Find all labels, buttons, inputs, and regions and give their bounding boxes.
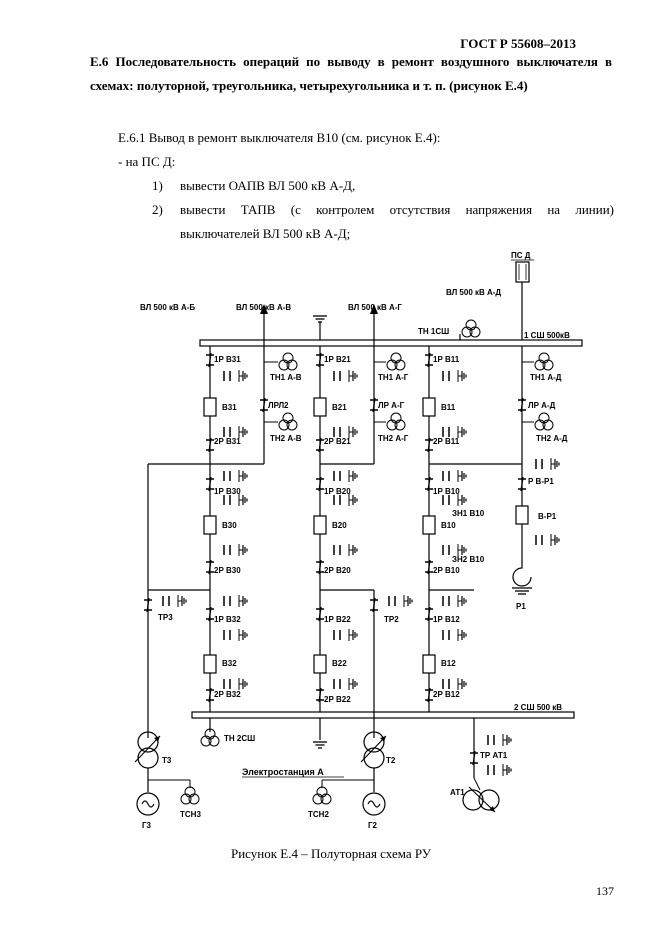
list-number-2: 2) [152, 202, 163, 217]
label-t2: Т2 [386, 756, 396, 765]
label-1r-b12: 1Р В12 [433, 615, 460, 624]
page-number: 137 [596, 884, 614, 898]
label-b21: В21 [332, 403, 347, 412]
label-vl-av: ВЛ 500 кВ А-В [236, 303, 291, 312]
label-tn1-av: ТН1 А-В [270, 373, 302, 382]
label-tn2-ad: ТН2 А-Д [536, 434, 568, 443]
label-g2: Г2 [368, 821, 378, 830]
label-2r-b21: 2Р В21 [324, 437, 351, 446]
label-tn1-ad: ТН1 А-Д [530, 373, 562, 382]
label-b32: В32 [222, 659, 237, 668]
label-1r-b21: 1Р В21 [324, 355, 351, 364]
paragraph-e61: Е.6.1 Вывод в ремонт выключателя В10 (см… [118, 130, 441, 145]
label-b22: В22 [332, 659, 347, 668]
label-g3: Г3 [142, 821, 152, 830]
label-tr3: ТР3 [158, 613, 173, 622]
label-2r-b22: 2Р В22 [324, 695, 351, 704]
label-tsn2: ТСН2 [308, 810, 329, 819]
label-zn1-b10: ЗН1 В10 [452, 509, 485, 518]
label-1r-b31: 1Р В31 [214, 355, 241, 364]
label-lr-ad: ЛР А-Д [528, 401, 556, 410]
label-1r-b20: 1Р В20 [324, 487, 351, 496]
label-vr1: В-Р1 [538, 512, 557, 521]
label-lr-ag: ЛР А-Г [378, 401, 405, 410]
label-tn2-av: ТН2 А-В [270, 434, 302, 443]
label-tn-1sh: ТН 1СШ [418, 327, 449, 336]
label-tn2-ag: ТН2 А-Г [378, 434, 409, 443]
label-tsn3: ТСН3 [180, 810, 201, 819]
label-bus-2: 2 СШ 500 кВ [514, 703, 562, 712]
label-b30: В30 [222, 521, 237, 530]
label-station-a: Электростанция А [242, 767, 324, 777]
label-b12: В12 [441, 659, 456, 668]
label-b31: В31 [222, 403, 237, 412]
section-heading: Е.6 Последовательность операций по вывод… [90, 54, 612, 93]
label-p1: Р1 [516, 602, 526, 611]
label-tn1-ag: ТН1 А-Г [378, 373, 409, 382]
label-at1: АТ1 [450, 788, 465, 797]
figure-caption: Рисунок Е.4 – Полуторная схема РУ [231, 846, 431, 861]
label-2r-b20: 2Р В20 [324, 566, 351, 575]
label-vl-ad: ВЛ 500 кВ А-Д [446, 288, 501, 297]
label-1r-b32: 1Р В32 [214, 615, 241, 624]
paragraph-ps-d: - на ПС Д: [118, 154, 176, 169]
label-2r-b12: 2Р В12 [433, 690, 460, 699]
label-b11: В11 [441, 403, 456, 412]
label-1r-b10: 1Р В10 [433, 487, 460, 496]
label-1r-b30: 1Р В30 [214, 487, 241, 496]
label-tr-at1: ТР АТ1 [480, 751, 508, 760]
label-lrl2: ЛРЛ2 [268, 401, 289, 410]
label-ps-d: ПС Д [511, 251, 531, 260]
label-vl-ab: ВЛ 500 кВ А-Б [140, 303, 195, 312]
label-2r-b32: 2Р В32 [214, 690, 241, 699]
label-2r-b31: 2Р В31 [214, 437, 241, 446]
list-item-2-line1: вывести ТАПВ (с контролем отсутствия нап… [180, 202, 614, 217]
label-zn2-b10: ЗН2 В10 [452, 555, 485, 564]
label-t3: Т3 [162, 756, 172, 765]
label-r-vr1: Р В-Р1 [528, 477, 554, 486]
label-2r-b10: 2Р В10 [433, 566, 460, 575]
label-2r-b11: 2Р В11 [433, 437, 460, 446]
label-1r-b22: 1Р В22 [324, 615, 351, 624]
list-item-1: вывести ОАПВ ВЛ 500 кВ А-Д, [180, 178, 356, 193]
label-tn-2sh: ТН 2СШ [224, 734, 255, 743]
list-number-1: 1) [152, 178, 163, 193]
label-b20: В20 [332, 521, 347, 530]
label-1r-b11: 1Р В11 [433, 355, 460, 364]
label-2r-b30: 2Р В30 [214, 566, 241, 575]
standard-code: ГОСТ Р 55608–2013 [460, 36, 576, 51]
label-b10: В10 [441, 521, 456, 530]
label-bus-1: 1 СШ 500кВ [524, 331, 570, 340]
list-item-2-line2: выключателей ВЛ 500 кВ А-Д; [180, 226, 351, 241]
label-tr2: ТР2 [384, 615, 399, 624]
label-vl-ag: ВЛ 500 кВ А-Г [348, 303, 402, 312]
